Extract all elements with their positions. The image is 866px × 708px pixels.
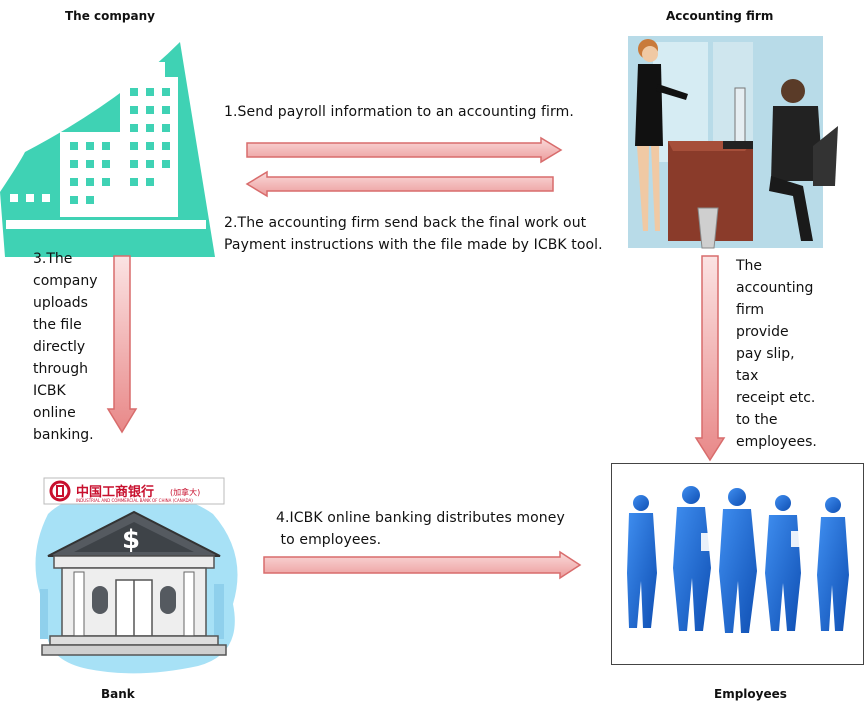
office-scene-icon bbox=[628, 36, 838, 249]
step-3-caption: 3.The company uploads the file directly … bbox=[33, 248, 98, 446]
step-5-line: firm bbox=[736, 302, 764, 318]
employees-icon bbox=[611, 463, 864, 665]
arrow-distribute-money bbox=[263, 550, 582, 580]
step-2-caption-line-1: 2.The accounting firm send back the fina… bbox=[224, 215, 587, 231]
step-5-line: to the bbox=[736, 412, 778, 428]
step-5-caption: The accounting firm provide pay slip, ta… bbox=[736, 255, 817, 453]
accounting-firm-label: Accounting firm bbox=[666, 9, 774, 23]
bank-sign-chinese: 中国工商银行 bbox=[76, 484, 154, 500]
bank-label: Bank bbox=[101, 687, 135, 701]
step-3-line: company bbox=[33, 273, 98, 289]
step-2-caption-line-2: Payment instructions with the file made … bbox=[224, 237, 603, 253]
step-3-line: online bbox=[33, 405, 76, 421]
step-5-line: receipt etc. bbox=[736, 390, 816, 406]
arrow-send-back bbox=[245, 170, 554, 198]
step-5-line: accounting bbox=[736, 280, 814, 296]
step-4-caption-line-1: 4.ICBK online banking distributes money bbox=[276, 510, 565, 526]
step-5-line: The bbox=[736, 258, 763, 274]
step-3-line: uploads bbox=[33, 295, 88, 311]
employees-label: Employees bbox=[714, 687, 787, 701]
step-5-line: provide bbox=[736, 324, 789, 340]
icbc-logo-icon bbox=[49, 480, 71, 502]
arrow-send-payroll bbox=[246, 136, 563, 164]
company-label: The company bbox=[65, 9, 155, 23]
arrow-provide-payslip bbox=[694, 255, 726, 462]
bank-sign-english: INDUSTRIAL AND COMMERCIAL BANK OF CHINA … bbox=[76, 498, 193, 503]
step-3-line: the file bbox=[33, 317, 82, 333]
bank-icon: 中国工商银行 (加拿大) INDUSTRIAL AND COMMERCIAL B… bbox=[35, 477, 238, 674]
arrow-upload-file bbox=[106, 255, 138, 434]
step-4-caption-line-2: to employees. bbox=[276, 532, 382, 548]
dollar-icon: $ bbox=[122, 525, 140, 555]
bank-sign-region: (加拿大) bbox=[170, 487, 200, 497]
step-1-caption: 1.Send payroll information to an account… bbox=[224, 104, 574, 120]
step-5-line: pay slip, bbox=[736, 346, 795, 362]
step-5-line: tax bbox=[736, 368, 759, 384]
step-5-line: employees. bbox=[736, 434, 817, 450]
step-3-line: directly bbox=[33, 339, 86, 355]
building-icon bbox=[0, 42, 215, 257]
step-3-line: banking. bbox=[33, 427, 94, 443]
step-3-line: through bbox=[33, 361, 89, 377]
step-3-line: 3.The bbox=[33, 251, 73, 267]
step-3-line: ICBK bbox=[33, 383, 66, 399]
